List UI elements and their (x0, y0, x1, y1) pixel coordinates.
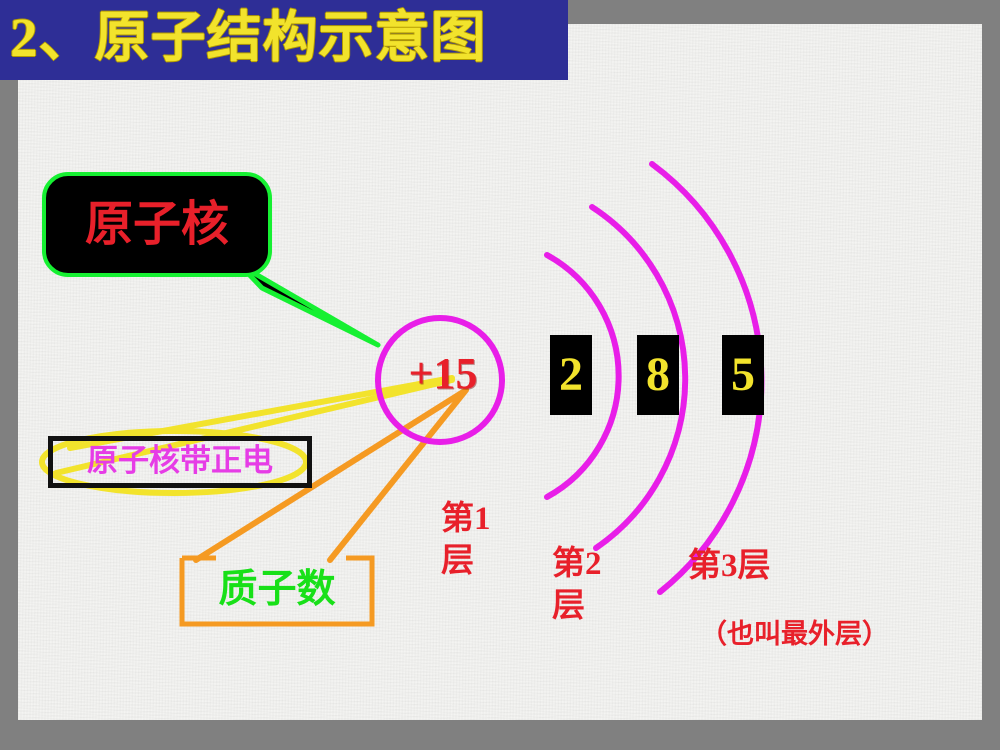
nucleus-charge-label: +15 (408, 349, 478, 398)
charge-box-label: 原子核带正电 (87, 443, 273, 478)
title-banner: 2、原子结构示意图 (0, 0, 568, 80)
shell-caption-3: 第3层 (688, 548, 771, 584)
shell-electron-box-1[interactable]: 2 (550, 335, 592, 415)
shell-electron-box-2[interactable]: 8 (637, 335, 679, 415)
nucleus-callout-label: 原子核 (84, 198, 229, 251)
page-title: 2、原子结构示意图 (10, 7, 487, 68)
shell-caption-1: 第1 层 (441, 501, 491, 579)
proton-box-label: 质子数 (218, 568, 336, 611)
nucleus-callout-box[interactable]: 原子核 (42, 172, 272, 277)
shell-caption-2: 第2 层 (552, 546, 602, 624)
outermost-shell-note: （也叫最外层） (700, 619, 889, 649)
shell-electron-box-3[interactable]: 5 (722, 335, 764, 415)
